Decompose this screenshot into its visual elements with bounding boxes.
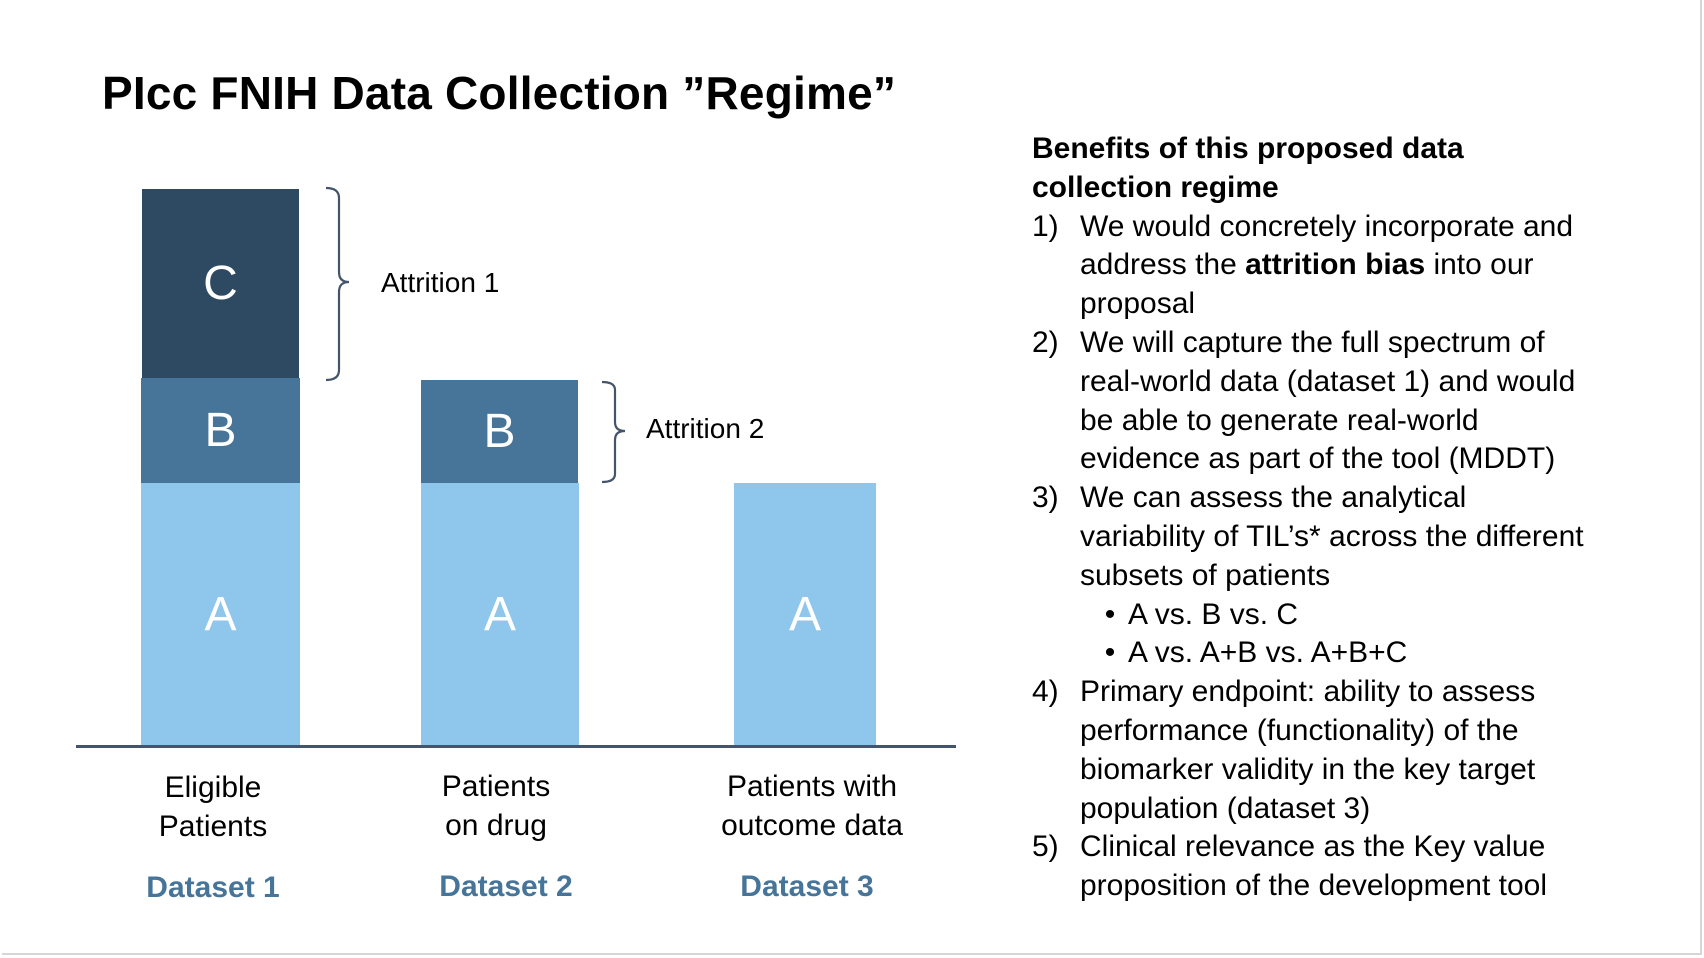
benefit-text: Clinical relevance as the Key value propo… xyxy=(1080,828,1672,906)
benefit-text-run: be able to generate real-world xyxy=(1080,403,1479,437)
benefit-text-run: performance (functionality) of the xyxy=(1080,713,1519,747)
category-label-dataset-3: Patients with outcome data xyxy=(692,767,932,845)
category-line: on drug xyxy=(445,809,547,842)
benefits-heading-line: Benefits of this proposed data xyxy=(1032,132,1464,165)
attrition-1-brace xyxy=(325,186,350,382)
category-line: Patients xyxy=(441,770,551,803)
benefit-line: biomarker validity in the key target xyxy=(1080,751,1672,790)
block-a-dataset-3: A xyxy=(734,483,876,746)
benefit-item-5: 5) Clinical relevance as the Key value pro… xyxy=(1032,828,1672,906)
benefits-panel: Benefits of this proposed data collectio… xyxy=(1032,130,1672,906)
benefit-line: address the attrition bias into our xyxy=(1080,246,1672,285)
benefit-text-run: We can assess the analytical xyxy=(1080,481,1467,515)
benefit-item-3: 3) We can assess the analytical variabilit… xyxy=(1032,479,1672,595)
benefit-line: evidence as part of the tool (MDDT) xyxy=(1080,440,1672,479)
benefits-heading-line: collection regime xyxy=(1032,170,1279,204)
benefit-sub-text: A vs. A+B vs. A+B+C xyxy=(1128,636,1408,670)
benefit-text-run: population (dataset 3) xyxy=(1080,791,1371,825)
benefit-text-run: proposition of the development tool xyxy=(1080,869,1547,903)
block-c-dataset-1: C xyxy=(142,189,299,378)
benefit-line: be able to generate real-world xyxy=(1080,402,1672,441)
benefit-text-run: subsets of patients xyxy=(1080,558,1331,592)
benefit-text: We will capture the full spectrum of real… xyxy=(1080,324,1672,479)
dataset-label-1: Dataset 1 xyxy=(146,871,280,904)
block-a-dataset-2: A xyxy=(421,483,579,746)
attrition-2-label: Attrition 2 xyxy=(646,413,765,444)
benefit-text-run: real-world data (dataset 1) and would xyxy=(1080,364,1576,398)
benefit-sub-item: • A vs. A+B vs. A+B+C xyxy=(1032,634,1672,673)
dataset-label-2: Dataset 2 xyxy=(439,870,573,903)
benefit-line: We would concretely incorporate and xyxy=(1080,208,1672,247)
category-line: outcome data xyxy=(721,809,903,842)
attrition-2-brace xyxy=(601,380,626,484)
category-line: Patients with xyxy=(726,770,898,803)
benefit-text: We can assess the analytical variability … xyxy=(1080,479,1672,595)
benefit-number: 1) xyxy=(1032,209,1059,243)
benefit-text: Primary endpoint: ability to assess perfo… xyxy=(1080,673,1672,828)
bullet-icon: • xyxy=(1104,597,1116,631)
benefit-text-run: address the xyxy=(1080,248,1246,282)
benefit-emphasis: attrition bias xyxy=(1245,248,1426,282)
benefit-text-run: biomarker validity in the key target xyxy=(1080,752,1536,786)
benefit-line: performance (functionality) of the xyxy=(1080,712,1672,751)
benefit-number: 2) xyxy=(1032,325,1059,359)
category-label-dataset-1: Eligible Patients xyxy=(113,768,313,846)
benefit-number: 4) xyxy=(1032,675,1059,709)
dataset-label-3: Dataset 3 xyxy=(740,870,874,903)
benefit-text-run: We would concretely incorporate and xyxy=(1080,209,1574,243)
benefit-line: We can assess the analytical xyxy=(1080,479,1672,518)
benefit-text-run: evidence as part of the tool (MDDT) xyxy=(1080,442,1556,476)
block-b-dataset-2: B xyxy=(421,380,578,483)
benefit-line: Primary endpoint: ability to assess xyxy=(1080,673,1672,712)
category-line: Patients xyxy=(158,810,268,843)
benefit-text-run: We will capture the full spectrum of xyxy=(1080,325,1545,359)
benefit-line: proposition of the development tool xyxy=(1080,867,1672,906)
benefit-line: variability of TIL’s* across the differe… xyxy=(1080,518,1672,557)
slide-title: PIcc FNIH Data Collection ”Regime” xyxy=(102,67,897,119)
benefits-heading: Benefits of this proposed data collectio… xyxy=(1032,130,1672,208)
block-a-dataset-1: A xyxy=(141,483,300,746)
benefit-text-run: proposal xyxy=(1080,287,1196,321)
benefit-item-4: 4) Primary endpoint: ability to assess per… xyxy=(1032,673,1672,828)
benefit-sub-item: • A vs. B vs. C xyxy=(1032,596,1672,635)
benefit-text-run: Primary endpoint: ability to assess xyxy=(1080,675,1536,709)
benefit-number: 5) xyxy=(1032,830,1059,864)
benefit-line: population (dataset 3) xyxy=(1080,790,1672,829)
benefit-line: subsets of patients xyxy=(1080,557,1672,596)
benefit-line: We will capture the full spectrum of xyxy=(1080,324,1672,363)
benefit-text-run: into our xyxy=(1425,248,1534,282)
benefit-item-2: 2) We will capture the full spectrum of re… xyxy=(1032,324,1672,479)
benefit-number: 3) xyxy=(1032,481,1059,515)
benefit-text-run: Clinical relevance as the Key value xyxy=(1080,830,1546,864)
benefit-sub-text: A vs. B vs. C xyxy=(1128,597,1299,631)
category-label-dataset-2: Patients on drug xyxy=(396,767,596,845)
attrition-1-label: Attrition 1 xyxy=(381,267,500,298)
category-line: Eligible xyxy=(164,771,262,804)
benefit-line: Clinical relevance as the Key value xyxy=(1080,828,1672,867)
block-b-dataset-1: B xyxy=(141,378,300,483)
benefit-line: real-world data (dataset 1) and would xyxy=(1080,363,1672,402)
benefit-line: proposal xyxy=(1080,285,1672,324)
axis-baseline xyxy=(76,745,956,748)
bullet-icon: • xyxy=(1104,636,1116,670)
benefit-text-run: variability of TIL’s* across the differe… xyxy=(1080,519,1584,553)
